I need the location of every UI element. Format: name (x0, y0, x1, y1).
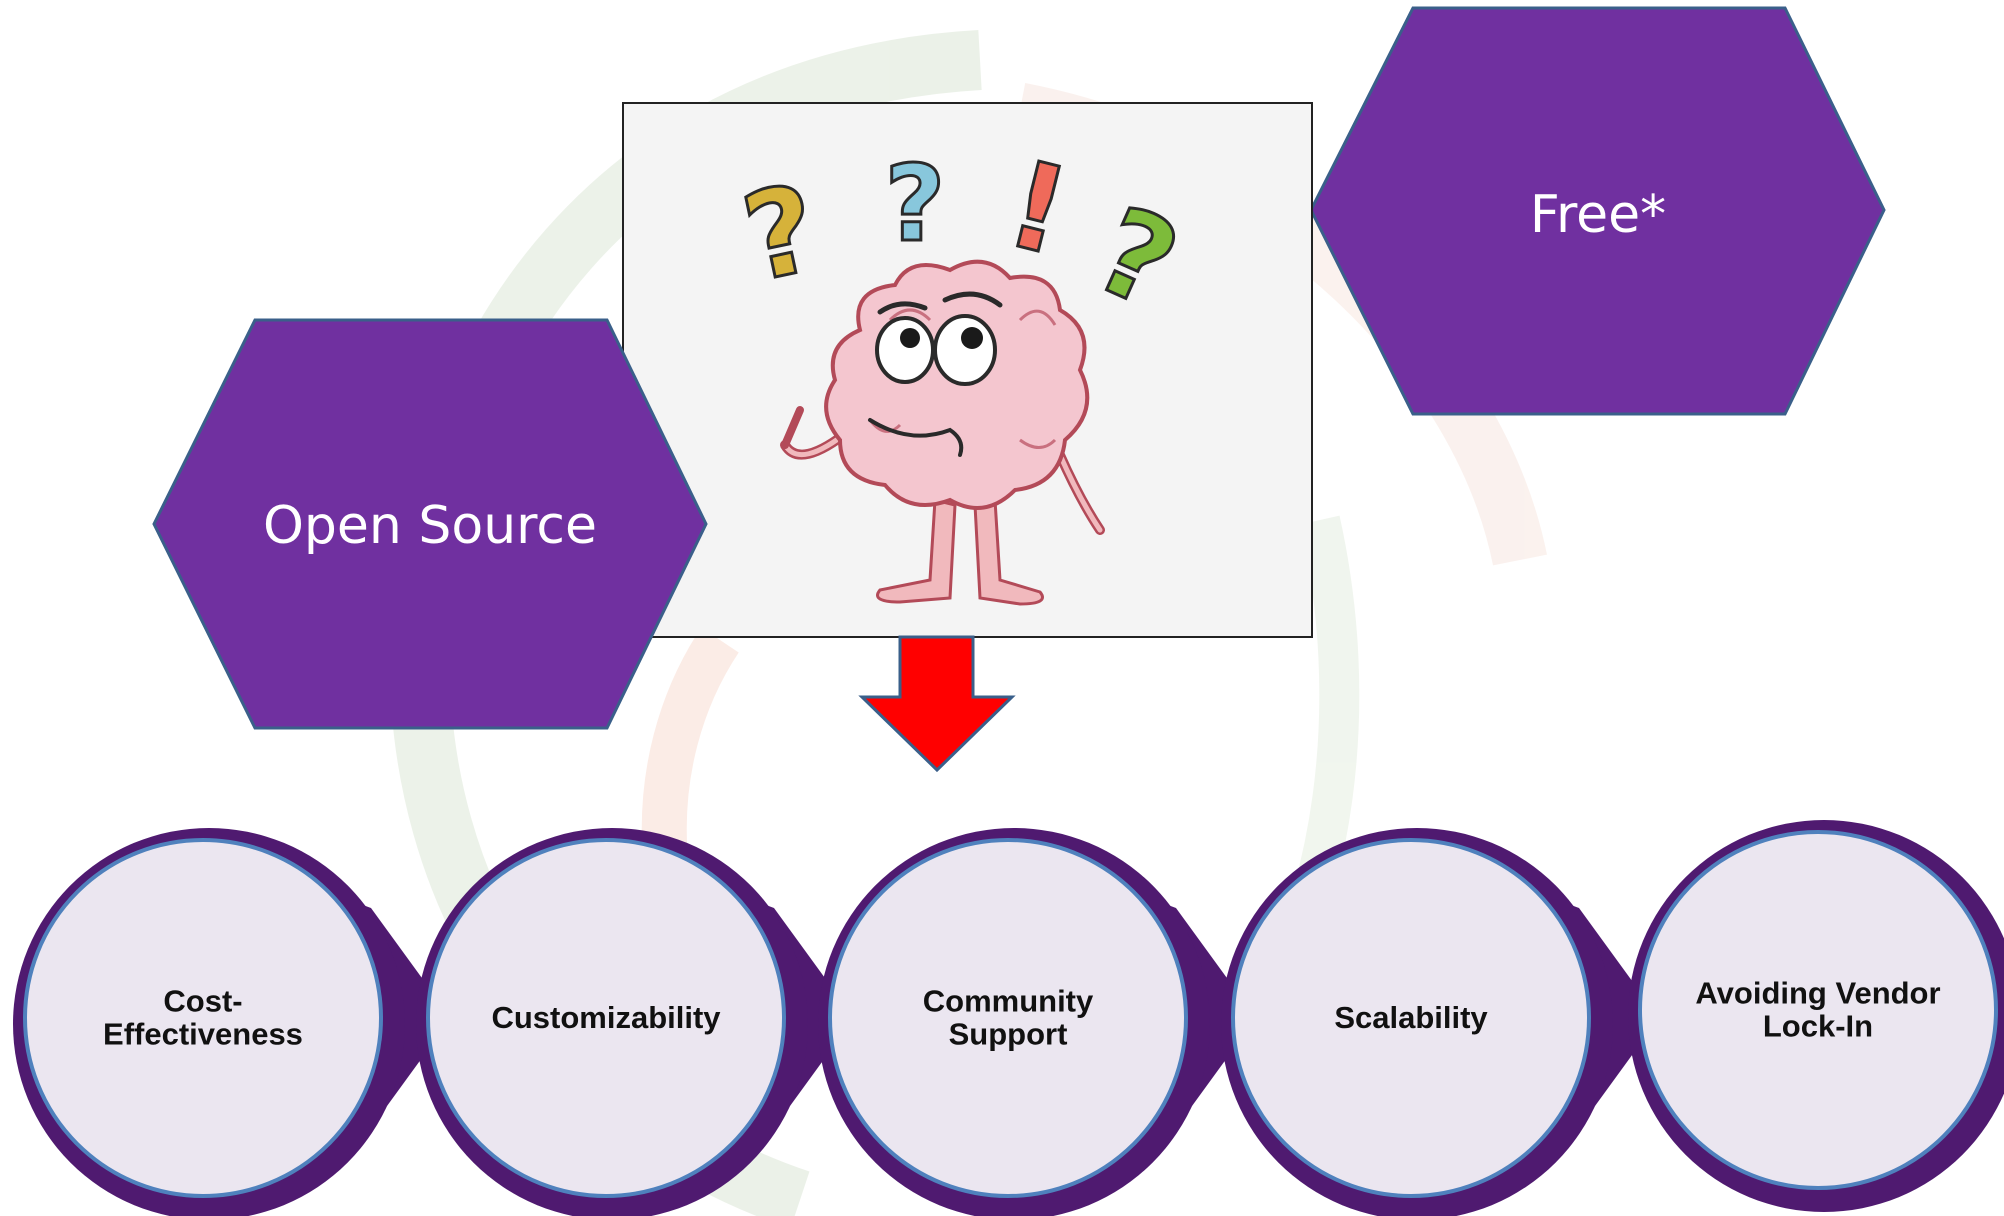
benefit-circle: Scalability (1221, 828, 1613, 1216)
benefit-circle-face (1231, 838, 1591, 1198)
benefit-circle-face (1638, 830, 1998, 1190)
benefit-label: Cost- (163, 984, 242, 1019)
benefit-label: Avoiding Vendor (1695, 976, 1940, 1011)
svg-text:?: ? (885, 143, 946, 265)
hexagon-free-label: Free* (1530, 185, 1666, 245)
brain-icon (780, 259, 1105, 606)
benefit-label: Customizability (491, 1000, 721, 1035)
confused-brain-picture: ? ? ! ? (622, 102, 1313, 638)
benefit-label: Lock-In (1763, 1009, 1873, 1044)
benefit-circles: Cost-Effectiveness Customizability Communi… (13, 820, 2004, 1216)
question-mark-icon: ? (883, 142, 947, 267)
benefit-circle-face (828, 838, 1188, 1198)
hexagon-open-source: Open Source (152, 318, 708, 730)
benefit-label: Support (949, 1017, 1068, 1052)
down-arrow-icon (858, 635, 1016, 773)
benefit-label: Effectiveness (103, 1017, 303, 1052)
benefit-label: Community (923, 984, 1094, 1019)
hexagon-free: Free* (1309, 6, 1886, 416)
benefit-circle-face (426, 838, 786, 1198)
hexagon-open-source-label: Open Source (263, 496, 597, 556)
benefit-circle: Customizability (416, 828, 808, 1216)
benefit-label: Scalability (1334, 1000, 1488, 1035)
benefit-circle-face (23, 838, 383, 1198)
benefit-circle: Cost-Effectiveness (13, 828, 405, 1216)
